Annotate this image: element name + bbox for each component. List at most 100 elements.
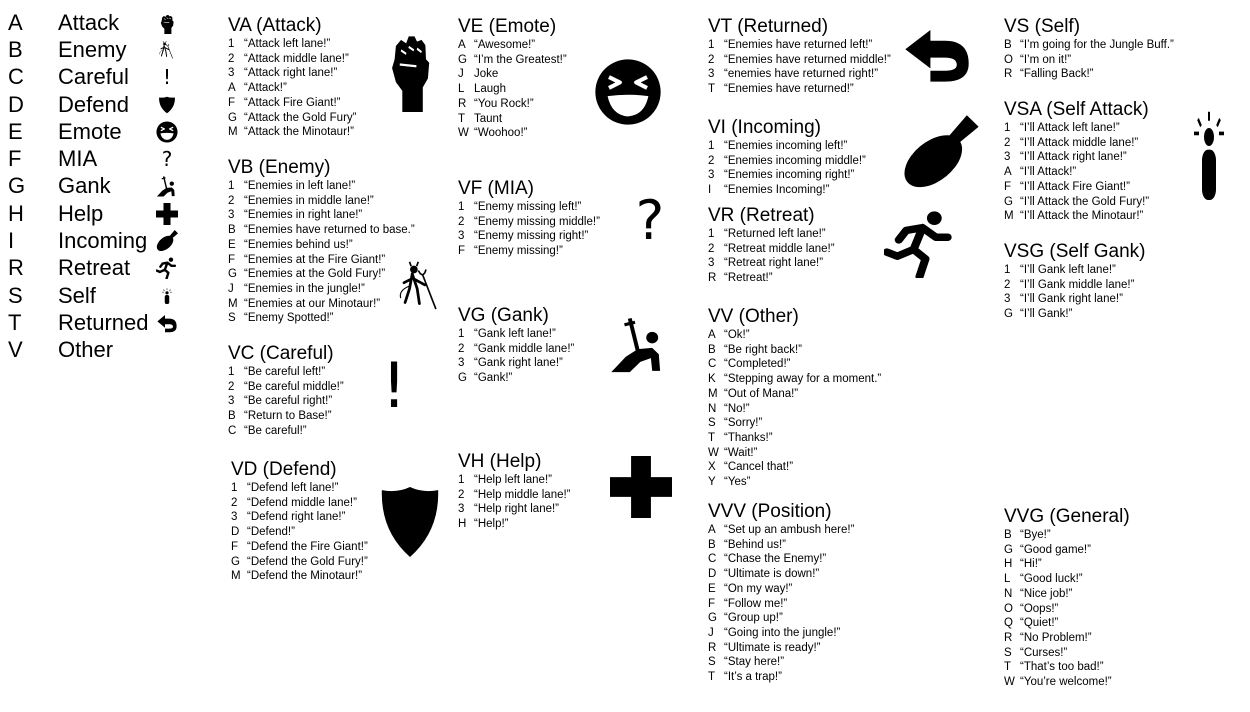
command-key: 1 [458,201,465,213]
command-key: 3 [228,395,235,408]
section-vg-gank: VG (Gank)1“Gank left lane!”2“Gank middle… [458,305,574,386]
command-key: 1 [458,474,465,486]
command-row: R“Falling Back!” [1004,67,1174,82]
command-phrase: “Wait!” [724,446,758,459]
command-phrase: “Oops!” [1020,602,1059,615]
command-row: M“Attack the Minotaur!” [228,125,356,140]
key-label: Incoming [58,228,148,254]
command-row: F“Attack Fire Giant!” [228,96,356,111]
command-key: G [1004,195,1013,208]
command-row: O“Oops!” [1004,602,1130,617]
command-row: B“Bye!” [1004,528,1130,543]
command-key: 2 [458,342,465,355]
command-row: B“Behind us!” [708,538,854,553]
command-key: M [1004,210,1014,223]
command-row: A“Ok!” [708,328,881,343]
section-vs-self: VS (Self)B“I’m going for the Jungle Buff… [1004,16,1174,82]
key-label: Enemy [58,36,127,62]
section-vsg-self-gank: VSG (Self Gank)1“I’ll Gank left lane!”2“… [1004,241,1146,322]
command-row: 1“Help left lane!” [458,473,571,488]
self-figure-icon [154,284,180,308]
command-row: 3“Retreat right lane!” [708,256,835,271]
section-vvv-position: VVV (Position)A“Set up an ambush here!”B… [708,501,854,685]
command-key: B [228,410,236,423]
command-phrase: “I’ll Attack left lane!” [1020,122,1120,134]
command-key: 1 [228,180,235,192]
key-letter: I [8,228,15,254]
key-label: Emote [58,118,122,144]
command-key: 2 [708,242,715,255]
command-phrase: Taunt [474,112,503,125]
command-row: M“Out of Mana!” [708,387,881,402]
command-key: 1 [228,38,235,50]
stabbed-figure-icon [154,174,180,198]
command-row: 2“I’ll Attack middle lane!” [1004,136,1149,151]
command-phrase: “Enemies at the Fire Giant!” [244,253,386,266]
key-label: Self [58,282,96,308]
section-title: VI (Incoming) [708,117,821,138]
command-phrase: “Enemies have returned middle!” [724,53,891,66]
command-key: S [1004,646,1012,659]
section-title: VD (Defend) [231,459,337,480]
key-row-self: S Self [8,282,180,309]
exclamation-icon: ! [381,348,407,422]
command-row: G“Defend the Gold Fury!” [231,555,368,570]
command-phrase: “Be careful middle!” [244,380,344,393]
command-key: 3 [231,511,238,524]
command-phrase: “Enemy missing right!” [474,230,589,243]
command-key: C [708,553,717,566]
return-arrow-icon [904,24,970,84]
command-key: F [458,245,466,258]
command-phrase: “Help right lane!” [474,503,560,516]
plus-icon [154,202,180,226]
command-phrase: “Yes” [724,476,751,489]
command-row: 2“Attack middle lane!” [228,52,356,67]
key-row-mia: F MIA ? [8,145,180,172]
command-key: J [228,282,234,295]
command-phrase: “Enemies in right lane!” [244,209,363,222]
command-key: 3 [228,209,235,222]
command-phrase: “Out of Mana!” [724,387,799,400]
key-row-attack: A Attack [8,9,180,36]
command-key: J [708,626,714,639]
command-phrase: “Help middle lane!” [474,488,571,501]
command-key: R [1004,631,1013,644]
command-key: B [708,343,716,356]
command-key: E [708,582,716,595]
key-letter: G [8,173,26,199]
laughing-face-icon [154,120,180,144]
command-phrase: “Gank right lane!” [474,357,563,370]
command-phrase: “No!” [724,402,750,415]
command-row: I“Enemies Incoming!” [708,183,866,198]
section-title: VA (Attack) [228,15,322,36]
command-key: M [231,570,241,583]
command-phrase: “Good luck!” [1020,573,1083,586]
exclamation-icon: ! [162,65,172,90]
command-row: 1“Attack left lane!” [228,37,356,52]
command-row: R“Ultimate is ready!” [708,641,854,656]
command-row: 1“Gank left lane!” [458,327,574,342]
command-phrase: “Behind us!” [724,538,787,551]
command-key: T [708,431,716,444]
command-phrase: “Stay here!” [724,656,785,669]
key-row-emote: E Emote [8,118,180,145]
command-row: 3“Be careful right!” [228,394,344,409]
command-row: W“Wait!” [708,446,881,461]
key-letter: B [8,36,23,62]
key-label: Careful [58,64,129,90]
section-title: VG (Gank) [458,305,549,326]
command-row: M“Enemies at our Minotaur!” [228,297,415,312]
command-row: Y“Yes” [708,475,881,490]
command-key: 3 [708,68,715,81]
command-row: 2“Enemies incoming middle!” [708,154,866,169]
key-letter: S [8,282,23,308]
section-va-attack: VA (Attack)1“Attack left lane!”2“Attack … [228,15,356,140]
command-key: 3 [708,169,715,182]
command-phrase: “Curses!” [1020,646,1068,659]
command-row: R“Retreat!” [708,271,835,286]
shield-icon [154,93,180,117]
command-row: S“Enemy Spotted!” [228,311,415,326]
command-row: X“Cancel that!” [708,460,881,475]
command-row: B“I’m going for the Jungle Buff.” [1004,38,1174,53]
command-key: D [708,568,717,581]
